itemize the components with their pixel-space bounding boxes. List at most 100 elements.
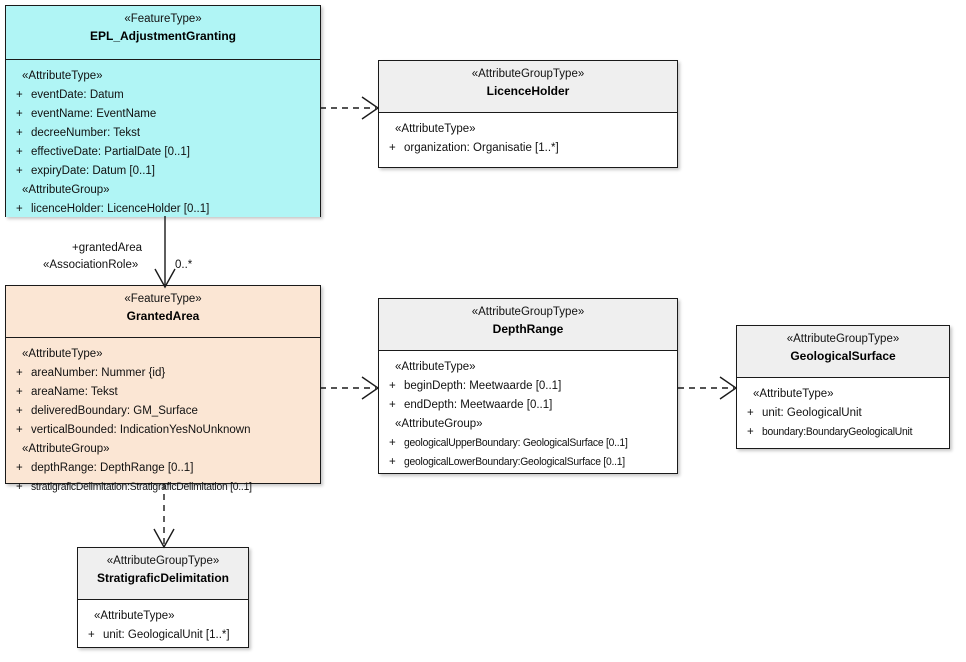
class-header-epl-adjustment-granting: «FeatureType» EPL_AdjustmentGranting bbox=[6, 6, 320, 60]
attribute-text: areaNumber: Nummer {id} bbox=[31, 367, 166, 379]
class-name: EPL_AdjustmentGranting bbox=[89, 28, 236, 43]
compartment-group-label: «AttributeType» bbox=[395, 361, 476, 373]
compartment-group-label: «AttributeGroup» bbox=[22, 184, 110, 196]
class-box-stratigrafic-delimitation[interactable]: «AttributeGroupType» StratigraficDelimit… bbox=[77, 547, 249, 648]
attribute-visibility: + bbox=[16, 424, 23, 436]
attribute-row[interactable]: + decreeNumber: Tekst bbox=[9, 124, 317, 143]
attribute-text: areaName: Tekst bbox=[31, 386, 118, 398]
attribute-row[interactable]: + depthRange: DepthRange [0..1] bbox=[9, 459, 317, 478]
class-body-granted-area: «AttributeType» + areaNumber: Nummer {id… bbox=[6, 338, 320, 493]
class-body-stratigrafic-delimitation: «AttributeType» + unit: GeologicalUnit [… bbox=[78, 600, 248, 647]
attribute-text: eventName: EventName bbox=[31, 108, 157, 120]
attribute-row[interactable]: + unit: GeologicalUnit bbox=[740, 404, 946, 423]
attribute-visibility: + bbox=[747, 426, 754, 438]
attribute-text: verticalBounded: IndicationYesNoUnknown bbox=[31, 424, 251, 436]
attribute-visibility: + bbox=[88, 629, 95, 641]
compartment-group-label: «AttributeType» bbox=[94, 610, 175, 622]
attribute-row[interactable]: + expiryDate: Datum [0..1] bbox=[9, 162, 317, 181]
class-header-licence-holder: «AttributeGroupType» LicenceHolder bbox=[379, 61, 677, 113]
compartment-group-label: «AttributeGroup» bbox=[395, 418, 483, 430]
connector-epl-to-grantedarea[interactable] bbox=[148, 214, 188, 290]
compartment-group-label: «AttributeGroup» bbox=[22, 443, 110, 455]
open-arrowhead-icon bbox=[154, 268, 176, 289]
attribute-row[interactable]: + boundary:BoundaryGeologicalUnit bbox=[740, 423, 946, 442]
attribute-text: decreeNumber: Tekst bbox=[31, 127, 141, 139]
attribute-text: unit: GeologicalUnit [1..*] bbox=[103, 629, 230, 641]
attribute-visibility: + bbox=[16, 146, 23, 158]
attribute-text: organization: Organisatie [1..*] bbox=[404, 142, 559, 154]
open-arrowhead-icon bbox=[153, 528, 175, 549]
association-role-stereotype: «AssociationRole» bbox=[43, 259, 139, 271]
attribute-visibility: + bbox=[389, 399, 396, 411]
attribute-visibility: + bbox=[16, 108, 23, 120]
attribute-row[interactable]: + areaNumber: Nummer {id} bbox=[9, 364, 317, 383]
attribute-row[interactable]: + eventName: EventName bbox=[9, 105, 317, 124]
attribute-text: boundary:BoundaryGeologicalUnit bbox=[762, 426, 913, 438]
association-role-name: +grantedArea bbox=[72, 242, 143, 254]
attribute-text: eventDate: Datum bbox=[31, 89, 124, 101]
compartment-group-label: «AttributeType» bbox=[22, 348, 103, 360]
class-header-geological-surface: «AttributeGroupType» GeologicalSurface bbox=[737, 326, 949, 378]
class-stereotype: «FeatureType» bbox=[124, 13, 202, 25]
compartment-group-label: «AttributeType» bbox=[22, 70, 103, 82]
class-box-geological-surface[interactable]: «AttributeGroupType» GeologicalSurface «… bbox=[736, 325, 950, 449]
class-body-epl-adjustment-granting: «AttributeType» + eventDate: Datum + eve… bbox=[6, 60, 320, 217]
attribute-row[interactable]: + areaName: Tekst bbox=[9, 383, 317, 402]
attribute-text: beginDepth: Meetwaarde [0..1] bbox=[404, 380, 562, 392]
attribute-text: effectiveDate: PartialDate [0..1] bbox=[31, 146, 190, 158]
attribute-visibility: + bbox=[16, 386, 23, 398]
attribute-visibility: + bbox=[389, 380, 396, 392]
class-box-epl-adjustment-granting[interactable]: «FeatureType» EPL_AdjustmentGranting «At… bbox=[5, 5, 321, 217]
connector-grantedarea-to-depthrange[interactable] bbox=[318, 372, 382, 404]
class-box-granted-area[interactable]: «FeatureType» GrantedArea «AttributeType… bbox=[5, 285, 321, 493]
attribute-visibility: + bbox=[747, 407, 754, 419]
class-body-geological-surface: «AttributeType» + unit: GeologicalUnit +… bbox=[737, 378, 949, 448]
attribute-row[interactable]: + beginDepth: Meetwaarde [0..1] bbox=[382, 377, 674, 396]
attribute-visibility: + bbox=[16, 203, 23, 215]
attribute-text: geologicalUpperBoundary: GeologicalSurfa… bbox=[404, 437, 628, 449]
class-name: GeologicalSurface bbox=[790, 348, 896, 363]
open-arrowhead-icon bbox=[719, 376, 738, 400]
class-header-stratigrafic-delimitation: «AttributeGroupType» StratigraficDelimit… bbox=[78, 548, 248, 600]
class-body-licence-holder: «AttributeType» + organization: Organisa… bbox=[379, 113, 677, 167]
attribute-text: endDepth: Meetwaarde [0..1] bbox=[404, 399, 553, 411]
connector-epl-to-licenceholder[interactable] bbox=[318, 92, 382, 124]
compartment-group-label: «AttributeType» bbox=[753, 388, 834, 400]
attribute-row[interactable]: + licenceHolder: LicenceHolder [0..1] bbox=[9, 200, 317, 219]
attribute-visibility: + bbox=[16, 127, 23, 139]
attribute-row[interactable]: + deliveredBoundary: GM_Surface bbox=[9, 402, 317, 421]
class-stereotype: «FeatureType» bbox=[124, 293, 202, 305]
attribute-text: depthRange: DepthRange [0..1] bbox=[31, 462, 194, 474]
attribute-visibility: + bbox=[389, 142, 396, 154]
class-header-granted-area: «FeatureType» GrantedArea bbox=[6, 286, 320, 338]
connector-grantedarea-to-stratigraficdelimitation[interactable] bbox=[147, 481, 187, 551]
attribute-visibility: + bbox=[16, 405, 23, 417]
attribute-row[interactable]: + geologicalLowerBoundary:GeologicalSurf… bbox=[382, 453, 674, 472]
attribute-text: licenceHolder: LicenceHolder [0..1] bbox=[31, 203, 210, 215]
attribute-row[interactable]: + endDepth: Meetwaarde [0..1] bbox=[382, 396, 674, 415]
attribute-row[interactable]: + effectiveDate: PartialDate [0..1] bbox=[9, 143, 317, 162]
attribute-visibility: + bbox=[16, 165, 23, 177]
attribute-text: unit: GeologicalUnit bbox=[762, 407, 862, 419]
class-name: StratigraficDelimitation bbox=[96, 570, 230, 585]
attribute-text: expiryDate: Datum [0..1] bbox=[31, 165, 155, 177]
class-name: GrantedArea bbox=[126, 308, 200, 323]
attribute-row[interactable]: + organization: Organisatie [1..*] bbox=[382, 139, 674, 158]
class-box-depth-range[interactable]: «AttributeGroupType» DepthRange «Attribu… bbox=[378, 298, 678, 474]
attribute-row[interactable]: + eventDate: Datum bbox=[9, 86, 317, 105]
attribute-row[interactable]: + geologicalUpperBoundary: GeologicalSur… bbox=[382, 434, 674, 453]
attribute-row[interactable]: + stratigraficDelimitation:StratigraficD… bbox=[9, 478, 317, 497]
attribute-visibility: + bbox=[16, 462, 23, 474]
attribute-text: geologicalLowerBoundary:GeologicalSurfac… bbox=[404, 456, 625, 468]
class-stereotype: «AttributeGroupType» bbox=[471, 68, 585, 80]
compartment-group-label: «AttributeType» bbox=[395, 123, 476, 135]
attribute-row[interactable]: + verticalBounded: IndicationYesNoUnknow… bbox=[9, 421, 317, 440]
connector-depthrange-to-geologicalsurface[interactable] bbox=[676, 372, 740, 404]
attribute-visibility: + bbox=[16, 89, 23, 101]
attribute-row[interactable]: + unit: GeologicalUnit [1..*] bbox=[81, 626, 245, 645]
class-stereotype: «AttributeGroupType» bbox=[786, 333, 900, 345]
class-header-depth-range: «AttributeGroupType» DepthRange bbox=[379, 299, 677, 351]
class-box-licence-holder[interactable]: «AttributeGroupType» LicenceHolder «Attr… bbox=[378, 60, 678, 168]
attribute-text: stratigraficDelimitation:StratigraficDel… bbox=[31, 481, 252, 493]
